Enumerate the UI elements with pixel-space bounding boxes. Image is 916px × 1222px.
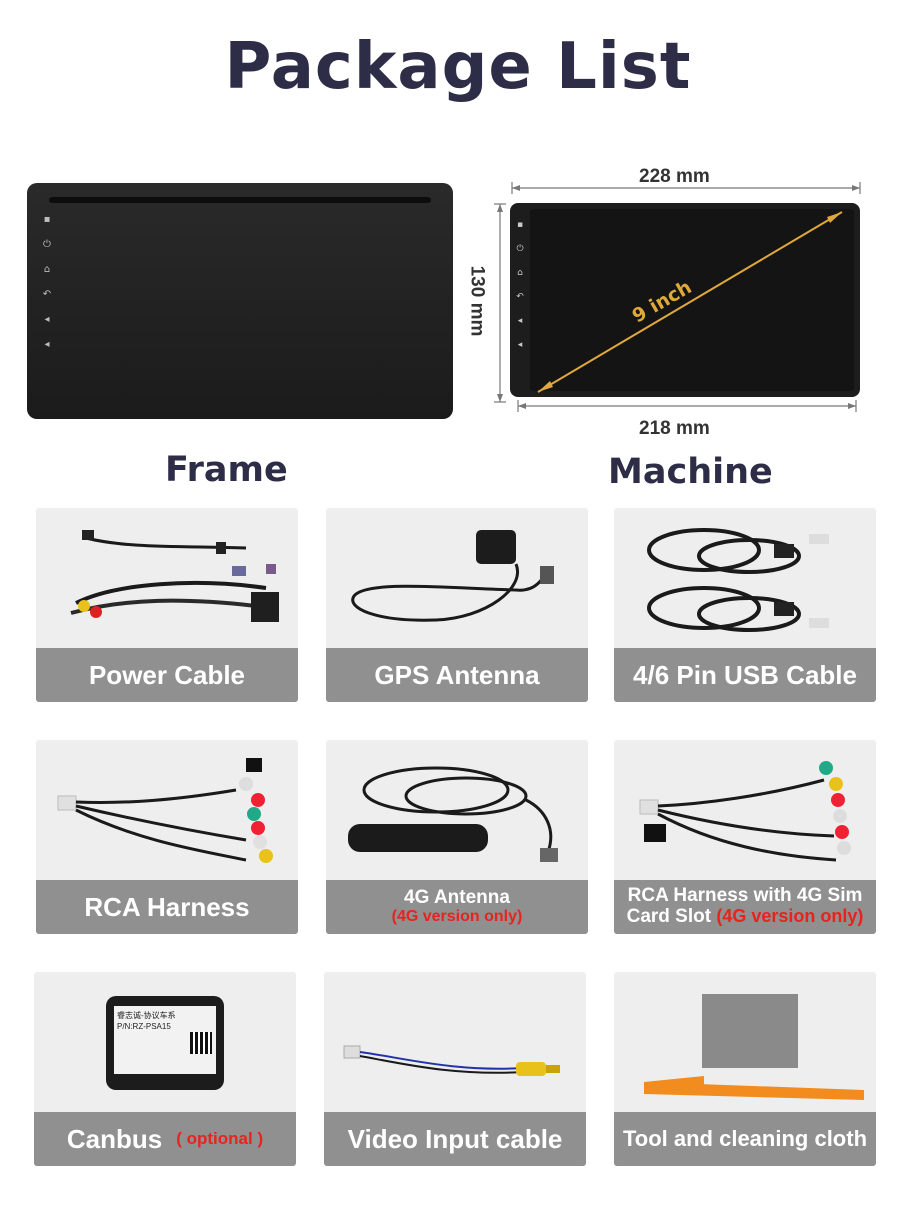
item-card-power-cable: Power Cable: [36, 508, 298, 702]
usb-cable-photo: [647, 528, 829, 632]
mic-icon: ▪: [516, 220, 524, 230]
canbus-box: 睿志诚-协议车系 P/N:RZ-PSA15: [106, 996, 224, 1090]
item-label-band: 4G Antenna (4G version only): [326, 880, 588, 934]
item-label-band: GPS Antenna: [326, 648, 588, 702]
item-label-band: Video Input cable: [324, 1112, 586, 1166]
item-label: RCA Harness: [84, 891, 250, 922]
canbus-sticker-line1: 睿志诚-协议车系: [117, 1011, 176, 1020]
home-icon: ⌂: [517, 268, 523, 278]
power-icon: ⏻: [43, 239, 51, 250]
power-cable-photo: [70, 530, 279, 622]
item-label-line2: Card Slot (4G version only): [626, 906, 864, 928]
rca-harness-photo: [57, 758, 273, 863]
machine-label: Machine: [608, 452, 773, 492]
item-label: GPS Antenna: [374, 659, 540, 690]
volume-down-icon: ◂: [517, 340, 523, 350]
frame-label: Frame: [165, 450, 288, 490]
diagonal-label: 9 inch: [628, 276, 695, 327]
item-card-tool-cloth: Tool and cleaning cloth: [614, 972, 876, 1166]
canbus-sticker-line2: P/N:RZ-PSA15: [117, 1022, 171, 1031]
item-card-usb-cable: 4/6 Pin USB Cable: [614, 508, 876, 702]
item-label-band: Power Cable: [36, 648, 298, 702]
item-card-canbus: 睿志诚-协议车系 P/N:RZ-PSA15 Canbus ( optional …: [34, 972, 296, 1166]
tool-cloth-photo: [644, 994, 864, 1100]
height-label: 130 mm: [466, 265, 488, 337]
rca-harness-4g-photo: [639, 761, 851, 862]
item-card-video-input-cable: Video Input cable: [324, 972, 586, 1166]
item-label-band: 4/6 Pin USB Cable: [614, 648, 876, 702]
canbus-sticker: 睿志诚-协议车系 P/N:RZ-PSA15: [114, 1006, 216, 1074]
item-card-gps-antenna: GPS Antenna: [326, 508, 588, 702]
item-label: Power Cable: [88, 659, 246, 690]
item-label-part: Card Slot: [626, 906, 712, 927]
4g-antenna-photo: [348, 766, 558, 862]
volume-down-icon: ◂: [44, 339, 50, 350]
back-icon: ↶: [516, 292, 524, 302]
power-icon: ⏻: [516, 244, 524, 254]
dimension-lines: 9 inch: [494, 182, 861, 412]
canbus-photo: 睿志诚-协议车系 P/N:RZ-PSA15: [34, 972, 296, 1112]
frame-top-slot: [49, 197, 431, 203]
item-card-rca-harness-4g: RCA Harness with 4G Sim Card Slot (4G ve…: [614, 740, 876, 934]
item-note: (4G version only): [391, 908, 523, 926]
home-icon: ⌂: [43, 264, 51, 275]
mic-icon: ▪: [43, 214, 51, 225]
frame-side-icons: ▪ ⏻ ⌂ ↶ ◂ ◂: [41, 207, 53, 357]
width-bottom-label: 218 mm: [639, 418, 710, 439]
item-label: 4/6 Pin USB Cable: [633, 659, 857, 690]
item-label-band: RCA Harness: [36, 880, 298, 934]
item-label-band: Tool and cleaning cloth: [614, 1112, 876, 1166]
width-top-label: 228 mm: [639, 166, 710, 187]
item-card-4g-antenna: 4G Antenna (4G version only): [326, 740, 588, 934]
item-label: Tool and cleaning cloth: [622, 1125, 868, 1151]
qr-code-icon: [190, 1032, 212, 1054]
back-icon: ↶: [42, 289, 52, 300]
item-note: (4G version only): [716, 906, 864, 926]
page-title: Package List: [224, 30, 692, 104]
item-label-band: RCA Harness with 4G Sim Card Slot (4G ve…: [614, 880, 876, 934]
item-label: 4G Antenna: [404, 886, 510, 908]
item-label: RCA Harness with 4G Sim: [627, 885, 863, 907]
frame-image: ▪ ⏻ ⌂ ↶ ◂ ◂: [27, 183, 453, 419]
gps-antenna-photo: [351, 530, 554, 622]
item-note: ( optional ): [176, 1129, 264, 1148]
item-label-band: Canbus ( optional ): [34, 1112, 296, 1166]
item-card-rca-harness: RCA Harness: [36, 740, 298, 934]
volume-up-icon: ◂: [44, 314, 50, 325]
item-label: Canbus: [66, 1123, 163, 1154]
machine-side-icons: ▪ ⏻ ⌂ ↶ ◂ ◂: [514, 213, 526, 357]
volume-up-icon: ◂: [517, 316, 523, 326]
video-input-cable-photo: [343, 1045, 560, 1076]
item-label: Video Input cable: [347, 1123, 563, 1154]
